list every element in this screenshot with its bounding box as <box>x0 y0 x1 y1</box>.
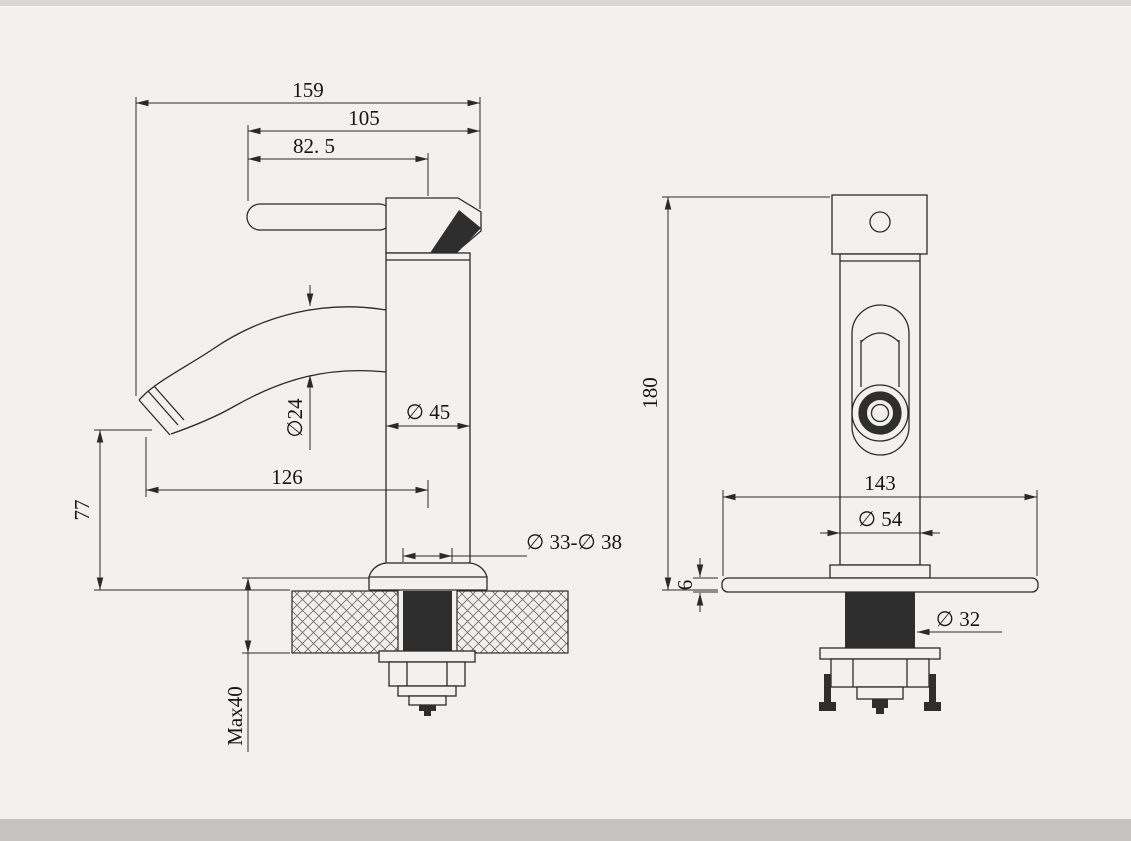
dim-label-spout-reach: 126 <box>271 465 303 489</box>
stud-head-left <box>819 702 836 711</box>
shank-collar <box>408 695 447 706</box>
lower-washer <box>397 685 457 697</box>
top-frame-bar <box>0 0 1131 6</box>
dim-label-body-width-diameter: ∅ 54 <box>858 507 903 531</box>
stud-head-right <box>924 702 941 711</box>
base-plate <box>721 577 1039 593</box>
spout-barrel-top <box>860 332 900 343</box>
threaded-shank-front <box>845 592 915 648</box>
spout-bottom-curve <box>170 369 387 435</box>
dim-label-overall-length: 159 <box>292 78 324 102</box>
washer-front <box>819 647 941 660</box>
cap-button <box>869 211 891 233</box>
side-view: 159 105 82. 5 126 ∅ 45 ∅24 77 Max40 ∅ 33… <box>70 78 622 752</box>
aerator-ring-line <box>147 390 179 426</box>
dim-label-total-height: 180 <box>638 377 662 409</box>
dim-label-spout-tube-diameter: ∅24 <box>283 398 307 438</box>
dim-label-handle-length: 105 <box>348 106 380 130</box>
dim-label-base-plate-thickness: 6 <box>673 580 697 591</box>
spout-outlet-center <box>870 403 890 423</box>
bottom-frame-bar <box>0 819 1131 841</box>
front-view-dimensions: 180 143 ∅ 54 6 ∅ 32 <box>638 196 1038 636</box>
spout-tip-face <box>138 399 171 436</box>
handle-joint-shading <box>430 210 481 253</box>
fixing-screw <box>419 705 436 711</box>
base-flange-front <box>829 564 931 579</box>
shank-collar-front <box>856 686 904 700</box>
spout-top-curve <box>145 306 387 394</box>
countertop-section-left <box>291 590 399 654</box>
handle-lever <box>246 203 393 231</box>
fixing-screw-tip <box>424 711 431 716</box>
side-view-dimensions: 159 105 82. 5 126 ∅ 45 ∅24 77 Max40 ∅ 33… <box>70 78 622 752</box>
dim-label-shank-diameter: ∅ 32 <box>936 607 981 631</box>
spout-outlet-ring <box>859 392 901 434</box>
mounting-stud-left <box>824 674 831 704</box>
dim-label-mount-hole-diameter: ∅ 33-∅ 38 <box>526 530 622 554</box>
center-screw <box>872 699 888 708</box>
front-view: 180 143 ∅ 54 6 ∅ 32 <box>638 194 1039 714</box>
dim-label-body-diameter: ∅ 45 <box>406 400 451 424</box>
spout-tip-step <box>138 392 147 401</box>
washer <box>378 650 476 663</box>
dim-label-handle-to-axis: 82. 5 <box>293 134 335 158</box>
aerator-ring-line <box>153 385 185 421</box>
center-screw-tip <box>876 708 884 714</box>
mounting-nut <box>388 661 466 687</box>
spout-outlet-outer <box>851 384 909 442</box>
dim-label-base-plate-width: 143 <box>864 471 896 495</box>
threaded-shank <box>403 591 452 651</box>
mounting-nut-front <box>830 658 930 688</box>
dim-label-spout-height: 77 <box>70 500 94 521</box>
countertop-section-right <box>456 590 569 654</box>
faucet-body <box>385 252 471 564</box>
dim-label-max-counter-thickness: Max40 <box>223 686 247 746</box>
mounting-stud-right <box>929 674 936 704</box>
